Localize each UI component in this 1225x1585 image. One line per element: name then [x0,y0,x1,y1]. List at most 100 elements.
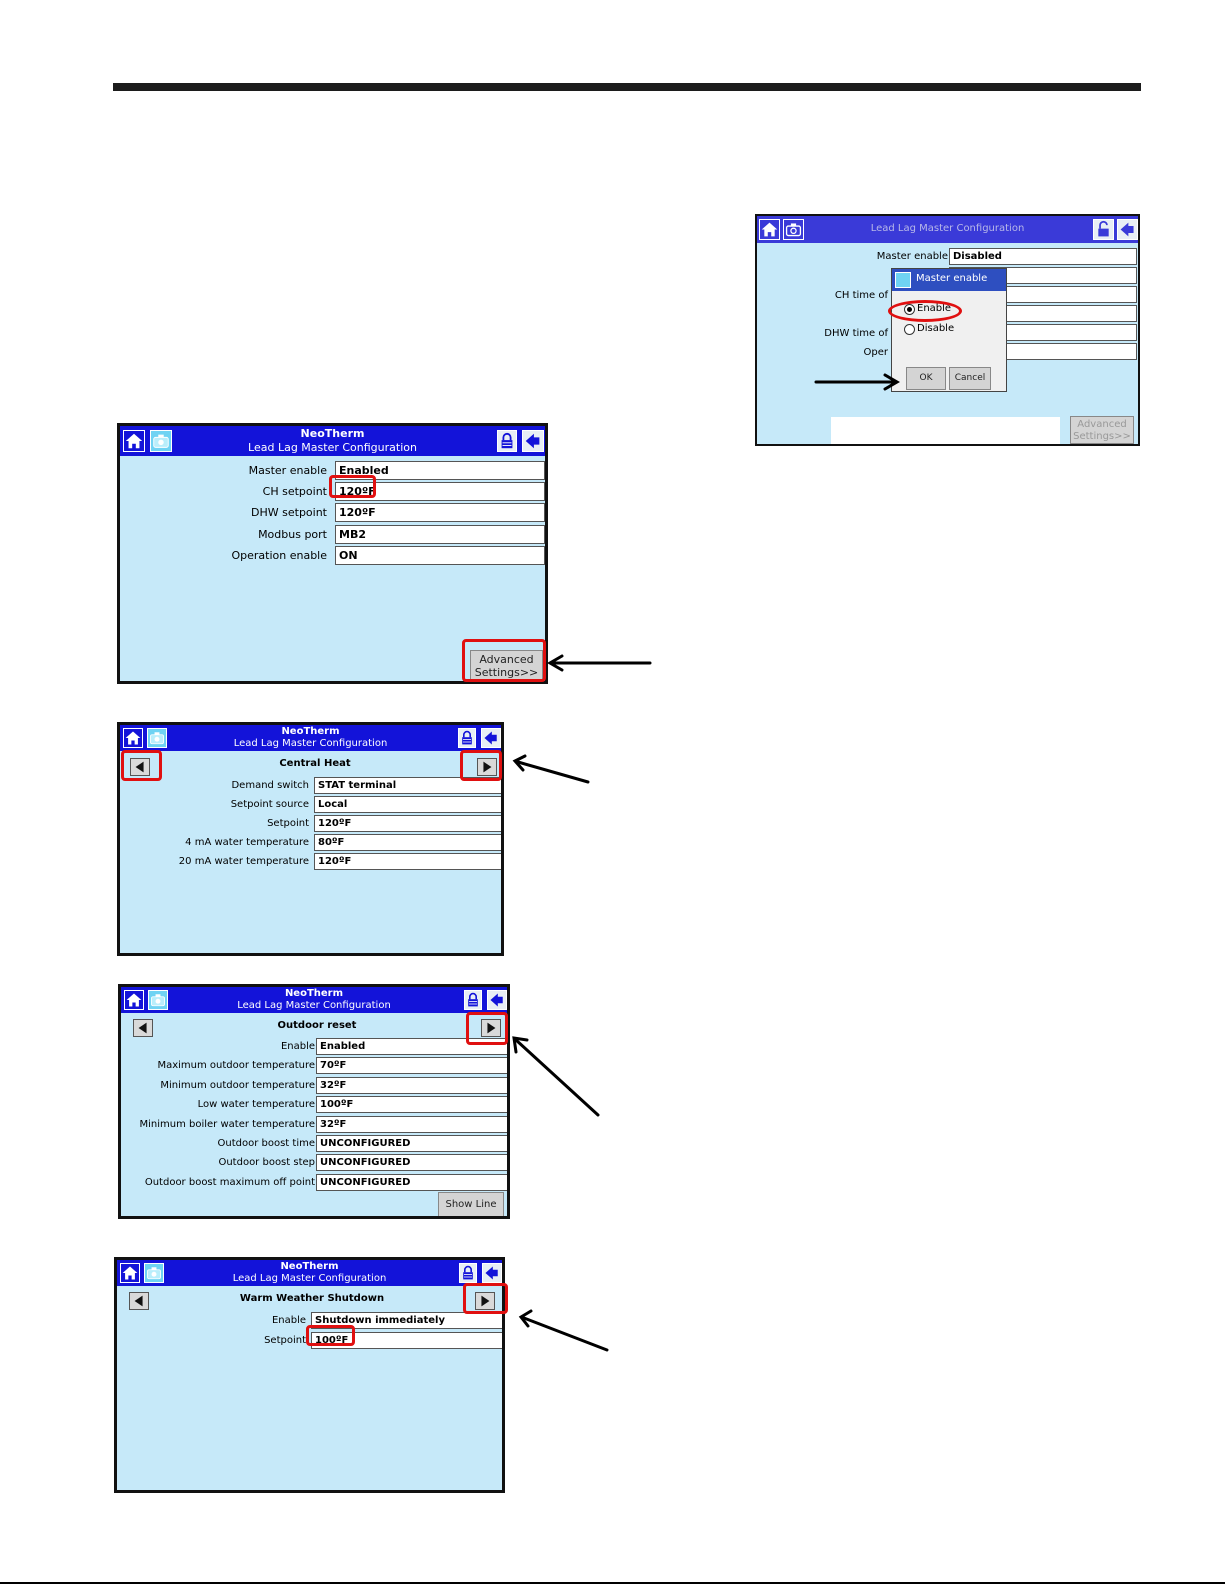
lock-icon[interactable] [458,728,476,748]
back-icon[interactable] [1117,219,1138,240]
demand-switch-field[interactable]: STAT terminal [314,777,501,794]
screen-master-enable-dialog: Lead Lag Master Configuration Master ena… [755,214,1140,446]
prev-page-button[interactable] [130,758,150,776]
row-label: 20 mA water temperature [178,856,309,867]
home-icon[interactable] [123,430,145,452]
row-label: Minimum outdoor temperature [160,1080,315,1091]
ch-setpoint-field[interactable]: 120ºF [335,482,545,501]
home-icon[interactable] [123,728,143,748]
wws-setpoint-field[interactable]: 100ºF [311,1332,502,1349]
row-label: Modbus port [258,528,327,541]
row-label: Outdoor boost maximum off point [144,1177,315,1188]
show-line-button[interactable]: Show Line [438,1192,504,1216]
min-boiler-water-temp-field[interactable]: 32ºF [316,1116,507,1133]
outdoor-boost-time-field[interactable]: UNCONFIGURED [316,1135,507,1152]
cancel-button[interactable]: Cancel [949,367,991,390]
row-label: 4 mA water temperature [185,837,309,848]
master-enable-field[interactable]: Enabled [335,461,545,480]
camera-icon[interactable] [148,990,168,1010]
home-icon[interactable] [124,990,144,1010]
advanced-settings-button[interactable]: Advanced Settings>> [470,650,543,681]
camera-icon[interactable] [783,219,804,240]
arrow-next-ch-head [512,754,527,772]
dhw-setpoint-field[interactable]: 120ºF [335,503,545,522]
row-label: Setpoint [264,1335,306,1346]
bottom-info-panel [831,417,1060,444]
arrow-next-wws [522,1316,609,1352]
highlight-next-button [460,750,502,781]
lock-icon[interactable] [497,430,517,452]
lock-icon[interactable] [459,1263,477,1283]
prev-page-button[interactable] [133,1019,153,1037]
modbus-port-field[interactable]: MB2 [335,525,545,544]
enable-field[interactable]: Enabled [316,1038,507,1055]
ok-button[interactable]: OK [906,367,946,390]
operation-enable-field[interactable]: ON [335,546,545,565]
row-label: CH setpoint [262,485,327,498]
unlock-icon[interactable] [1093,219,1114,240]
back-icon[interactable] [522,430,544,452]
highlight-ch-setpoint [329,475,376,498]
row-label: Oper [863,347,888,358]
back-icon[interactable] [482,1263,502,1283]
4ma-water-temp-field[interactable]: 80ºF [314,834,501,851]
row-label: Setpoint source [230,799,309,810]
row-label: Master enable [248,464,327,477]
outdoor-boost-max-off-field[interactable]: UNCONFIGURED [316,1174,507,1191]
row-label: Maximum outdoor temperature [157,1060,315,1071]
section-title: Warm Weather Shutdown [239,1293,385,1304]
next-page-button[interactable] [477,758,497,776]
title-line-2: Lead Lag Master Configuration [232,1273,387,1284]
row-label: DHW setpoint [251,506,327,519]
home-icon[interactable] [120,1263,140,1283]
outdoor-boost-step-field[interactable]: UNCONFIGURED [316,1154,507,1171]
low-water-temp-field[interactable]: 100ºF [316,1096,507,1113]
arrow-advanced-head [547,654,564,672]
camera-icon[interactable] [150,430,172,452]
master-enable-dialog: Master enable Enable Disable OK Cancel [891,268,1007,392]
master-enable-field[interactable]: Disabled [949,248,1137,265]
setpoint-source-field[interactable]: Local [314,796,501,813]
title-line-1: NeoTherm [280,1261,339,1272]
title-bar: NeoTherm Lead Lag Master Configuration [121,987,507,1013]
page-bottom-rule [0,1582,1225,1584]
max-outdoor-temp-field[interactable]: 70ºF [316,1057,507,1074]
dialog-title-bar: Master enable [892,269,1006,291]
next-page-button[interactable] [481,1019,501,1037]
screen-lead-lag-master-config: NeoTherm Lead Lag Master Configuration M… [117,423,548,684]
advanced-label: Advanced [479,653,534,666]
setpoint-field[interactable]: 120ºF [314,815,501,832]
prev-page-button[interactable] [129,1292,149,1310]
title-line-1: NeoTherm [300,427,365,440]
title-bar: NeoTherm Lead Lag Master Configuration [120,725,501,751]
title-bar: Lead Lag Master Configuration [757,216,1138,243]
highlight-prev-button [121,750,162,781]
arrow-next-outdoor-reset [514,1038,600,1117]
camera-icon[interactable] [147,728,167,748]
arrow-next-central-heat [516,760,590,784]
lock-icon[interactable] [464,990,482,1010]
title-line: Lead Lag Master Configuration [870,223,1025,234]
disable-radio[interactable] [904,324,915,335]
highlight-wws-setpoint [306,1325,355,1346]
arrow-next-wws-head [518,1309,533,1328]
20ma-water-temp-field[interactable]: 120ºF [314,853,501,870]
next-page-button[interactable] [475,1292,495,1310]
highlight-enable-option [888,300,962,322]
advanced-settings-button[interactable]: Advanced Settings>> [1070,416,1134,444]
row-label: Operation enable [231,549,327,562]
title-line-2: Lead Lag Master Configuration [237,1000,391,1011]
highlight-next-button [463,1283,508,1314]
advanced-label: Advanced [1077,419,1127,430]
screen-warm-weather-shutdown: NeoTherm Lead Lag Master Configuration W… [114,1257,505,1493]
page-header-rule [113,83,1141,91]
back-icon[interactable] [487,990,507,1010]
back-icon[interactable] [481,728,501,748]
wws-enable-field[interactable]: Shutdown immediately [311,1312,502,1329]
title-bar: NeoTherm Lead Lag Master Configuration [117,1260,502,1286]
home-icon[interactable] [759,219,780,240]
disable-label[interactable]: Disable [917,323,955,334]
min-outdoor-temp-field[interactable]: 32ºF [316,1077,507,1094]
camera-icon[interactable] [144,1263,164,1283]
row-label: Outdoor boost time [217,1138,316,1149]
